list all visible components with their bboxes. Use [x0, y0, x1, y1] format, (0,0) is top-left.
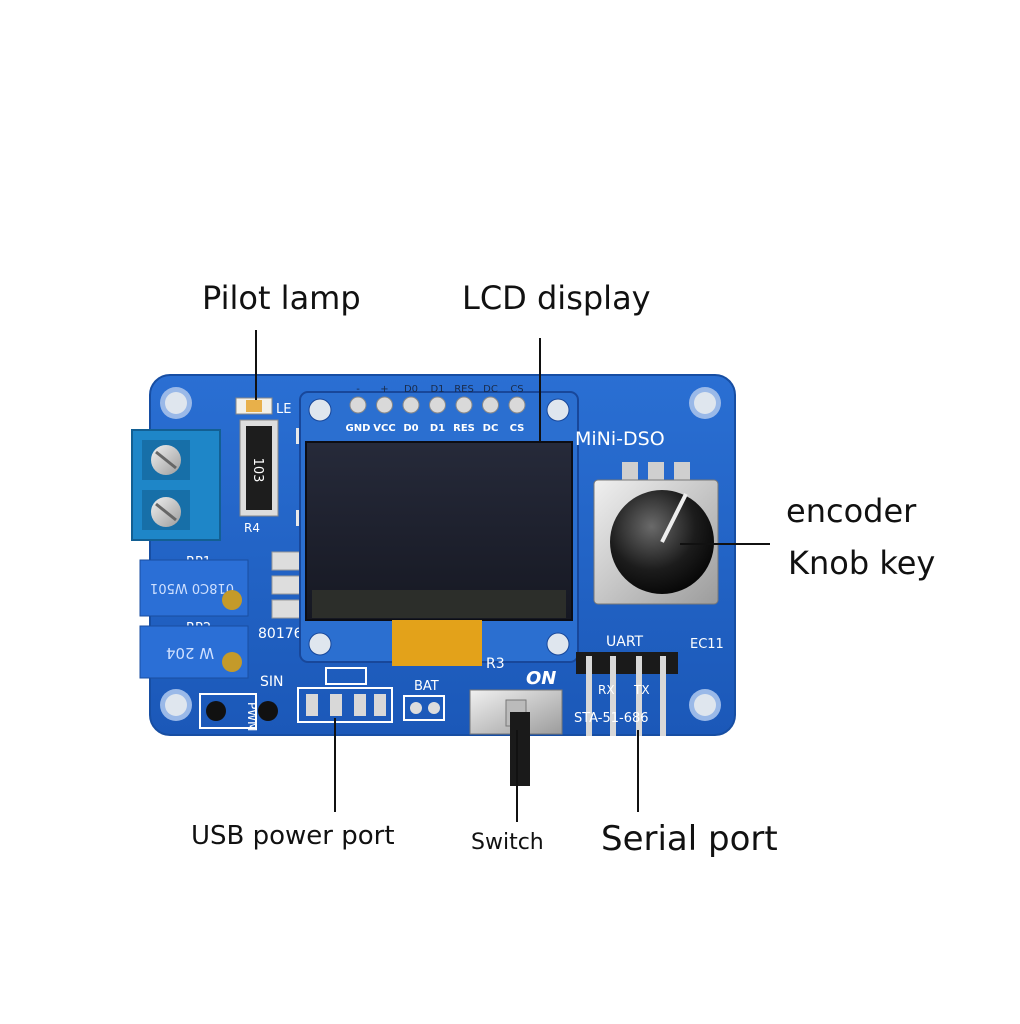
transistor-parts: 80176	[258, 551, 303, 642]
r3-label: R3	[486, 656, 505, 672]
oled-pin-top-label: +	[380, 384, 388, 395]
potentiometer-rp2: RP2 W 204	[139, 621, 249, 679]
oled-pin	[402, 396, 420, 414]
ec11-label: EC11	[690, 637, 724, 652]
uart-label: UART	[606, 634, 644, 650]
pwm-label: PWM	[245, 702, 259, 731]
r4-label: R4	[244, 521, 260, 535]
on-label: ON	[526, 668, 556, 689]
rp1-value: 018C0 W501	[150, 580, 234, 595]
oled-pin	[455, 396, 473, 414]
oled-pin-top-label: RES	[454, 384, 474, 395]
oled-pin-top-label: D1	[430, 384, 444, 395]
usb-port	[297, 667, 393, 723]
slide-switch	[469, 689, 563, 786]
oled-pin	[429, 396, 446, 414]
oled-pin-bottom-label: D1	[430, 423, 445, 434]
resistor-r4: 103 R4	[239, 419, 279, 535]
oled-pin-bottom-label: D0	[403, 423, 418, 434]
usb-power-port-callout: USB power port	[191, 821, 395, 851]
tx-label: TX	[633, 683, 650, 697]
oled-pin-top-label: DC	[483, 384, 498, 395]
screw-terminal	[131, 429, 221, 541]
oled-pin	[349, 396, 367, 414]
knob-key-callout: Knob key	[788, 544, 936, 582]
board-title: MiNi-DSO	[575, 428, 665, 450]
rp2-value: W 204	[166, 644, 214, 662]
lcd-display-callout: LCD display	[462, 279, 651, 317]
oled-pin-bottom-label: GND	[346, 423, 371, 434]
callout-leaders	[255, 330, 770, 822]
oled-module	[299, 391, 579, 666]
mounting-holes	[160, 387, 721, 721]
pilot-led: LE	[235, 397, 291, 417]
rotary-encoder: EC11	[593, 462, 724, 652]
chip-code: 80176	[258, 626, 303, 642]
uart-header: UART RX TX STA-51-686	[574, 634, 678, 736]
led-label: LE	[276, 402, 291, 417]
signal-connectors: SIN PWM	[199, 674, 284, 731]
bat-label: BAT	[414, 679, 439, 694]
sin-label: SIN	[260, 674, 284, 690]
serial-port-callout: Serial port	[601, 819, 778, 859]
oled-pin	[376, 396, 393, 414]
battery-connector: BAT	[403, 679, 445, 721]
oled-pin-top-label: CS	[510, 384, 523, 395]
resistor-code: 103	[250, 458, 265, 483]
encoder-callout: encoder	[786, 492, 917, 530]
oled-pin-top-label: -	[356, 384, 360, 395]
oled-pin	[508, 396, 526, 414]
oled-pin-bottom-label: DC	[483, 423, 499, 434]
footer-silk: STA-51-686	[574, 711, 649, 726]
rx-label: RX	[598, 683, 615, 697]
oled-pin	[482, 396, 499, 414]
oled-pin-bottom-label: CS	[510, 423, 525, 434]
oled-pin-bottom-label: VCC	[373, 423, 395, 434]
pilot-lamp-callout: Pilot lamp	[202, 279, 361, 317]
oled-pin-top-label: D0	[404, 384, 418, 395]
switch-callout: Switch	[471, 830, 544, 855]
potentiometer-rp1: RP1 018C0 W501	[139, 555, 249, 617]
oled-pin-bottom-label: RES	[453, 423, 475, 434]
